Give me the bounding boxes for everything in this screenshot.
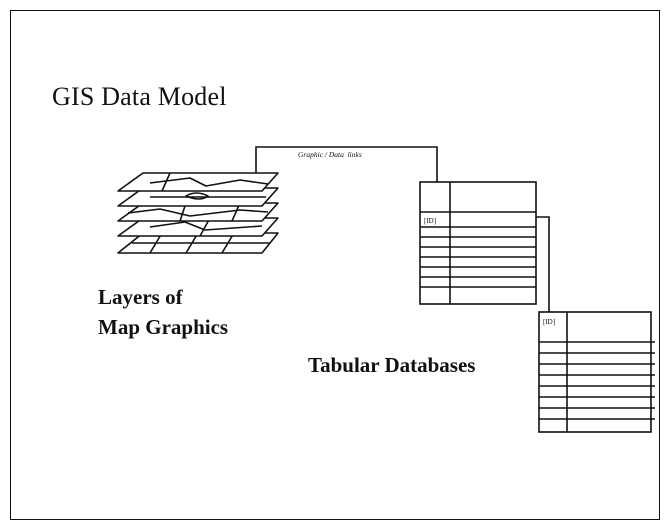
graphic-data-link-connector: [255, 146, 438, 182]
map-layer: [117, 172, 279, 192]
table2-id-header: [ID]: [543, 318, 555, 326]
slide-frame: [10, 10, 660, 520]
map-layer: [117, 232, 279, 254]
layers-label-line1: Layers of: [98, 285, 183, 309]
layers-label: Layers of Map Graphics: [98, 282, 228, 342]
slide-title: GIS Data Model: [52, 82, 227, 111]
map-layers-stack: [117, 172, 279, 254]
graphic-data-links-label: Graphic / Data links: [298, 150, 362, 159]
attribute-table-1: [419, 181, 537, 305]
attribute-table-2: [538, 311, 655, 433]
table1-id-header: [ID]: [424, 217, 436, 225]
tabular-databases-label: Tabular Databases: [308, 353, 476, 377]
map-layer: [117, 187, 279, 207]
layers-label-line2: Map Graphics: [98, 315, 229, 339]
table-link-connector: [536, 216, 550, 312]
